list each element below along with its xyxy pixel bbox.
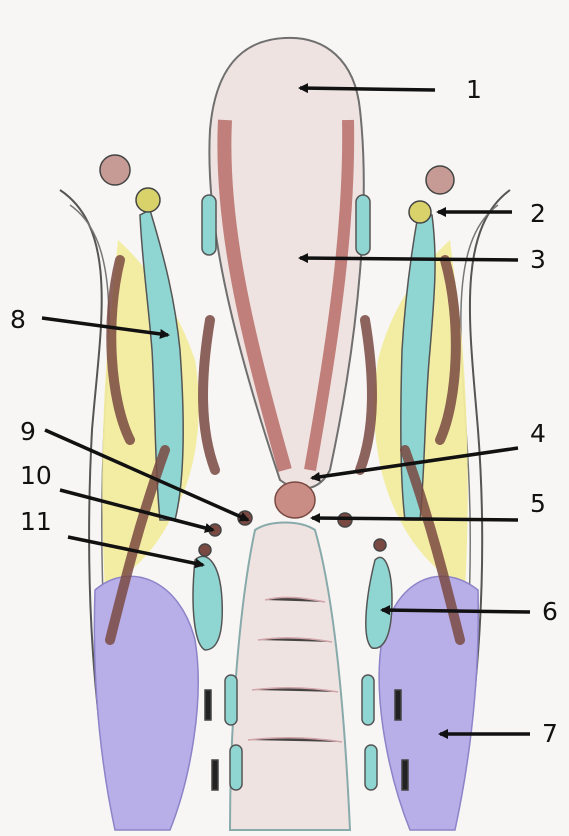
label-5: 5 <box>530 489 546 518</box>
label-1: 1 <box>466 75 482 104</box>
arrow-1 <box>300 88 435 90</box>
label-9: 9 <box>20 417 36 446</box>
arrow-3 <box>300 258 518 260</box>
purple-tissue-left <box>94 576 198 830</box>
label-2: 2 <box>530 199 546 228</box>
arrow-6 <box>382 610 530 612</box>
central-junction <box>275 482 315 518</box>
label-3: 3 <box>530 245 546 274</box>
label-4: 4 <box>530 419 546 448</box>
label-7: 7 <box>542 719 558 748</box>
label-10: 10 <box>20 461 52 490</box>
arrow-5 <box>312 518 518 520</box>
label-8: 8 <box>10 305 26 334</box>
label-6: 6 <box>542 597 558 626</box>
label-11: 11 <box>20 507 52 536</box>
